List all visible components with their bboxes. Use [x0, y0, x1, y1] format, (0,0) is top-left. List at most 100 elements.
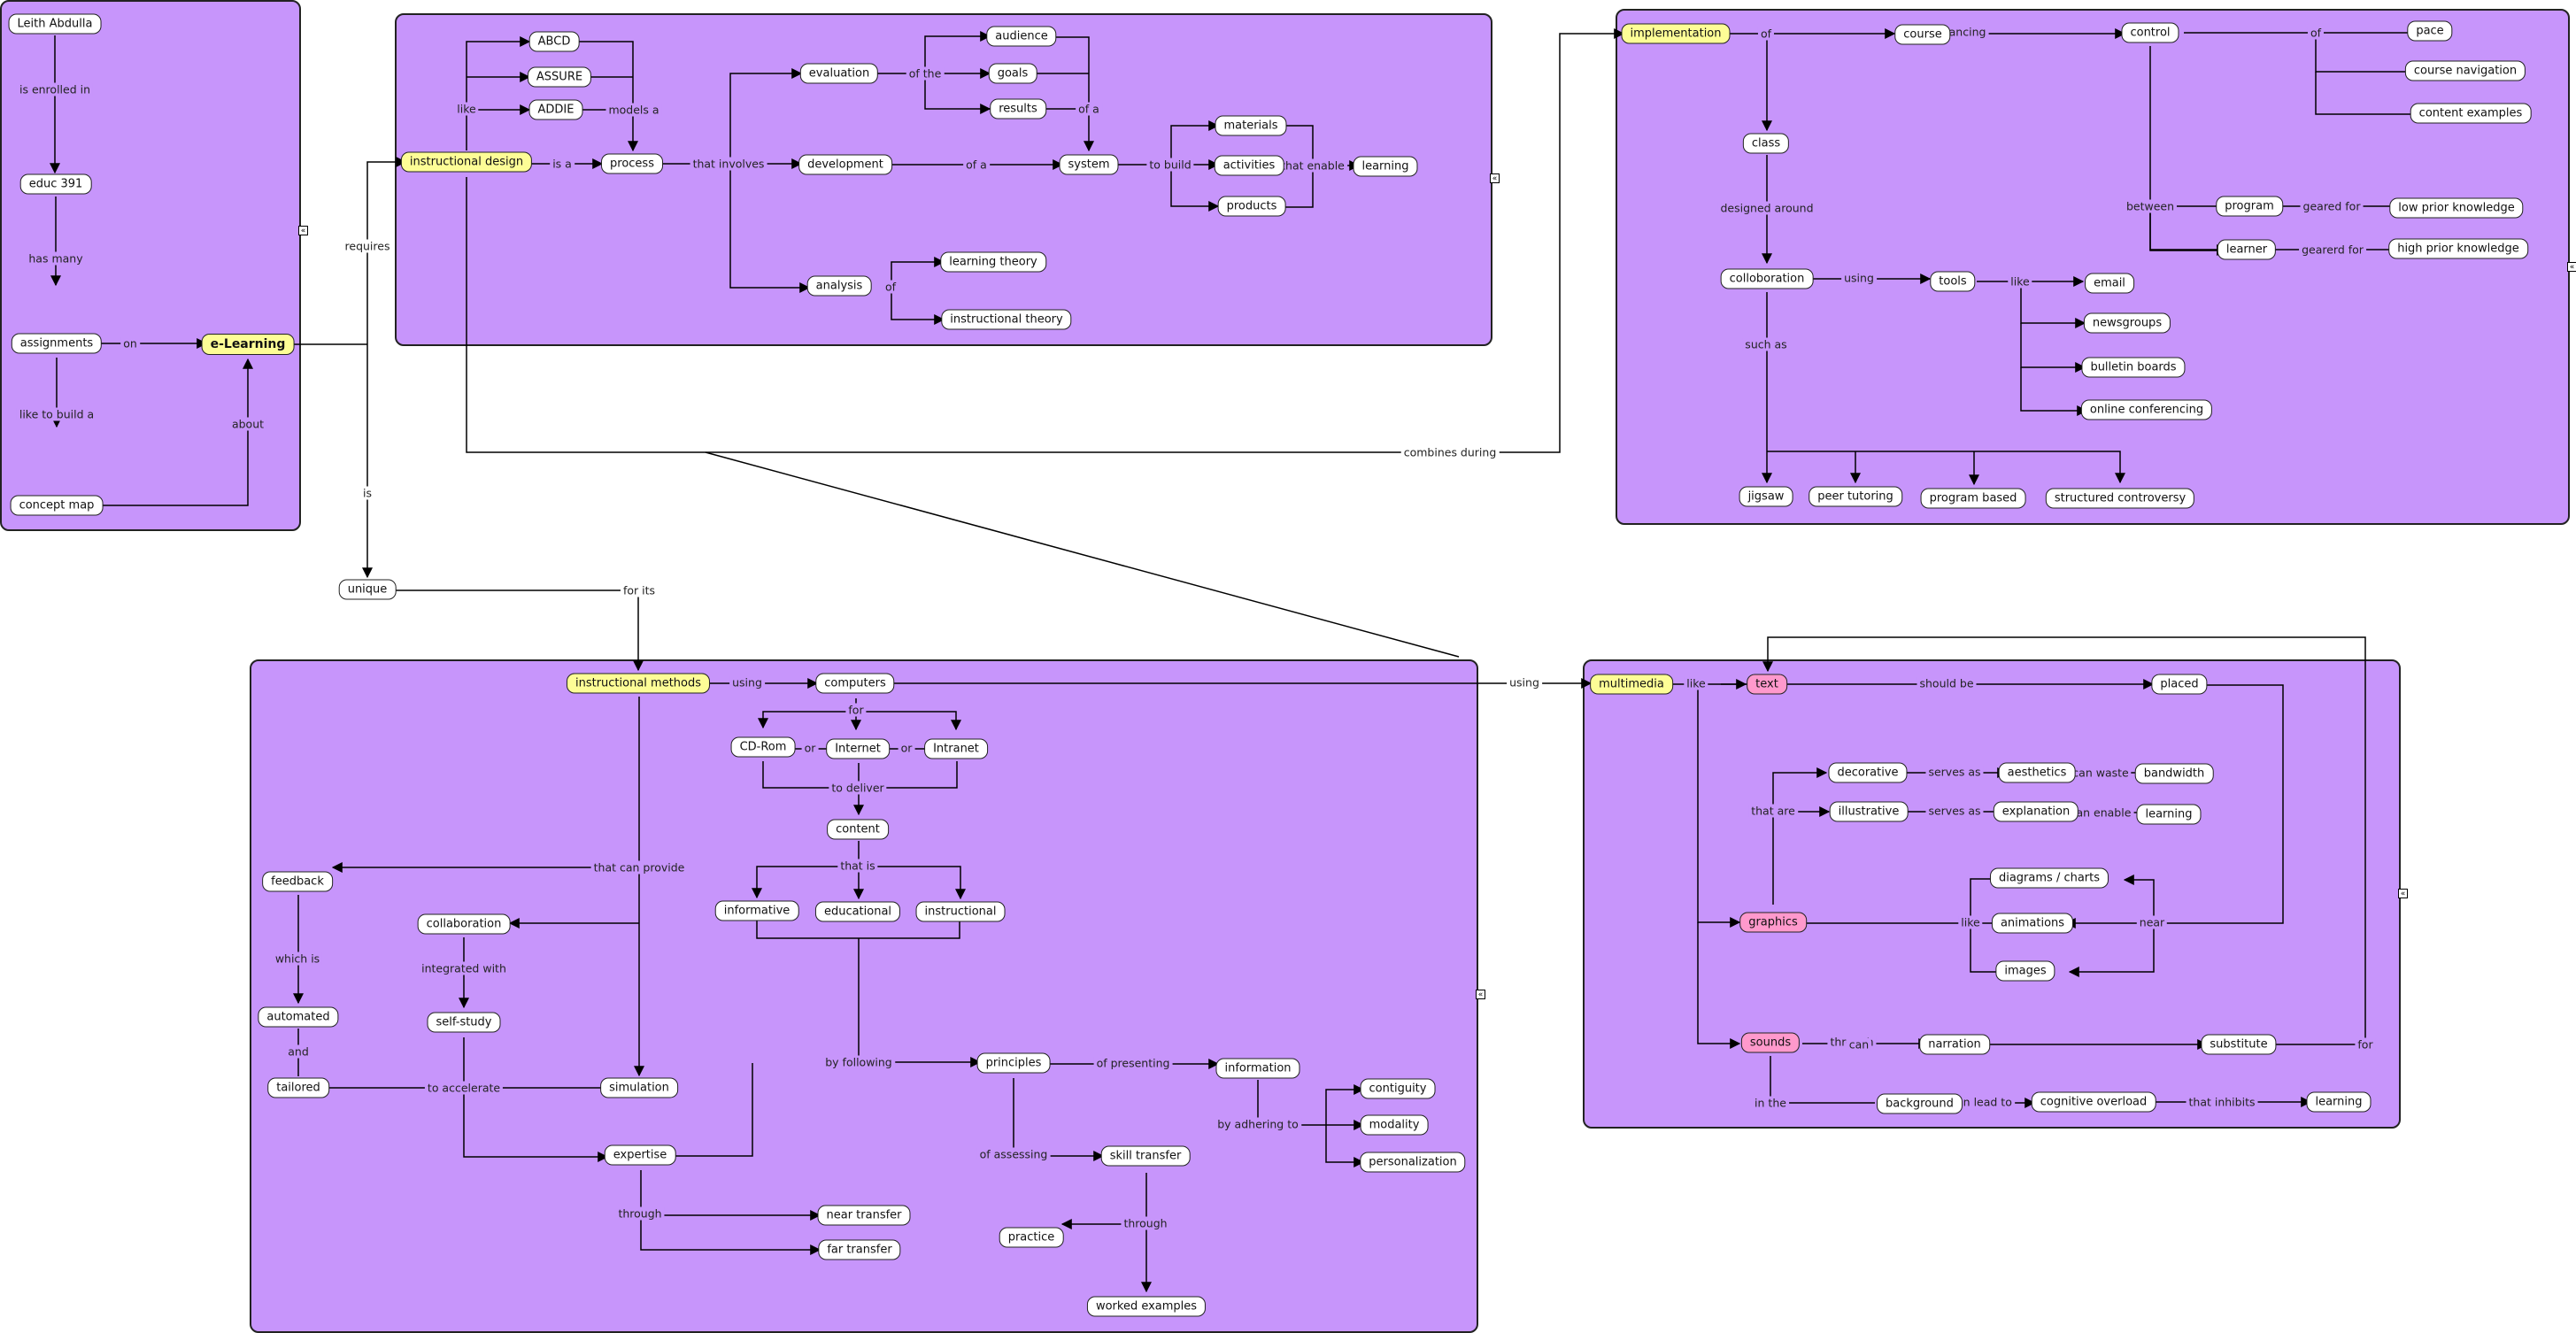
concept-diagrams-charts[interactable]: diagrams / charts — [1989, 867, 2109, 889]
concept-animations[interactable]: animations — [1991, 913, 2074, 934]
concept-course[interactable]: course — [1894, 24, 1951, 45]
concept-principles[interactable]: principles — [976, 1052, 1051, 1074]
concept-intranet[interactable]: Intranet — [924, 738, 988, 759]
concept-peer-tutoring[interactable]: peer tutoring — [1809, 486, 1902, 507]
link-line — [924, 73, 991, 114]
concept-expertise[interactable]: expertise — [604, 1144, 676, 1166]
collapse-icon[interactable]: « — [2567, 262, 2576, 272]
concept-learning[interactable]: learning — [2306, 1091, 2372, 1113]
concept-assure[interactable]: ASSURE — [527, 66, 592, 88]
concept-information[interactable]: information — [1215, 1058, 1300, 1079]
link-label: has many — [26, 251, 86, 266]
concept-automated[interactable]: automated — [258, 1006, 339, 1028]
concept-aesthetics[interactable]: aesthetics — [1998, 762, 2076, 783]
concept-skill-transfer[interactable]: skill transfer — [1100, 1145, 1191, 1167]
concept-newsgroups[interactable]: newsgroups — [2083, 312, 2171, 334]
collapse-icon[interactable]: « — [1476, 990, 1485, 999]
concept-program[interactable]: program — [2216, 196, 2283, 217]
concept-class[interactable]: class — [1742, 133, 1790, 154]
concept-far-transfer[interactable]: far transfer — [818, 1239, 901, 1260]
concept-activities[interactable]: activities — [1214, 155, 1284, 176]
concept-personalization[interactable]: personalization — [1360, 1152, 1466, 1173]
concept-structured-controversy[interactable]: structured controversy — [2045, 488, 2195, 509]
concept-assignments[interactable]: assignments — [11, 333, 103, 354]
concept-tools[interactable]: tools — [1930, 271, 1976, 292]
concept-course-navigation[interactable]: course navigation — [2404, 60, 2526, 81]
concept-content[interactable]: content — [827, 819, 889, 840]
concept-pace[interactable]: pace — [2407, 20, 2453, 42]
concept-learning[interactable]: learning — [2136, 804, 2202, 825]
concept-images[interactable]: images — [1995, 960, 2055, 982]
concept-computers[interactable]: computers — [815, 673, 895, 694]
concept-sounds[interactable]: sounds — [1740, 1032, 1801, 1053]
collapse-icon[interactable]: « — [1490, 173, 1500, 183]
concept-illustrative[interactable]: illustrative — [1829, 801, 1909, 822]
concept-substitute[interactable]: substitute — [2201, 1034, 2277, 1055]
collapse-icon[interactable]: « — [298, 226, 308, 235]
concept-content-examples[interactable]: content examples — [2410, 103, 2532, 124]
concept-instructional-theory[interactable]: instructional theory — [941, 309, 1072, 330]
concept-graphics[interactable]: graphics — [1739, 912, 1807, 933]
concept-multimedia[interactable]: multimedia — [1590, 674, 1673, 695]
concept-addie[interactable]: ADDIE — [528, 99, 583, 120]
collapse-icon[interactable]: « — [2398, 889, 2408, 898]
concept-products[interactable]: products — [1217, 196, 1286, 217]
concept-leith-abdulla[interactable]: Leith Abdulla — [8, 13, 102, 35]
concept-colloboration[interactable]: colloboration — [1720, 268, 1814, 289]
concept-low-prior-knowledge[interactable]: low prior knowledge — [2389, 197, 2524, 219]
link-line — [705, 451, 1460, 658]
concept-cd-rom[interactable]: CD-Rom — [730, 736, 796, 758]
concept-practice[interactable]: practice — [999, 1227, 1064, 1248]
concept-program-based[interactable]: program based — [1920, 488, 2026, 509]
concept-simulation[interactable]: simulation — [600, 1077, 678, 1098]
concept-self-study[interactable]: self-study — [427, 1012, 501, 1033]
concept-near-transfer[interactable]: near transfer — [817, 1205, 911, 1226]
concept-abcd[interactable]: ABCD — [528, 31, 580, 52]
concept-informative[interactable]: informative — [714, 900, 799, 921]
concept-text[interactable]: text — [1747, 674, 1787, 695]
concept-high-prior-knowledge[interactable]: high prior knowledge — [2388, 238, 2528, 259]
concept-learner[interactable]: learner — [2217, 239, 2277, 260]
concept-process[interactable]: process — [601, 153, 663, 174]
concept-explanation[interactable]: explanation — [1993, 801, 2079, 822]
concept-internet[interactable]: Internet — [826, 738, 890, 759]
concept-instructional[interactable]: instructional — [915, 901, 1006, 922]
concept-placed[interactable]: placed — [2151, 674, 2208, 695]
concept-learning-theory[interactable]: learning theory — [940, 251, 1046, 273]
concept-contiguity[interactable]: contiguity — [1360, 1078, 1436, 1099]
concept-system[interactable]: system — [1059, 154, 1119, 175]
concept-jigsaw[interactable]: jigsaw — [1739, 486, 1793, 507]
concept-feedback[interactable]: feedback — [262, 871, 333, 892]
concept-collaboration[interactable]: collaboration — [417, 913, 511, 935]
concept-instructional-methods[interactable]: instructional methods — [566, 673, 711, 694]
concept-learning[interactable]: learning — [1353, 156, 1418, 177]
link-label: that is — [837, 859, 878, 873]
concept-analysis[interactable]: analysis — [806, 275, 872, 297]
concept-decorative[interactable]: decorative — [1828, 762, 1908, 783]
concept-implementation[interactable]: implementation — [1621, 23, 1731, 44]
concept-materials[interactable]: materials — [1215, 115, 1287, 136]
concept-concept-map[interactable]: concept map — [10, 495, 104, 516]
concept-bandwidth[interactable]: bandwidth — [2134, 763, 2214, 784]
concept-development[interactable]: development — [798, 154, 892, 175]
concept-narration[interactable]: narration — [1919, 1034, 1990, 1055]
concept-results[interactable]: results — [990, 98, 1046, 119]
concept-modality[interactable]: modality — [1360, 1114, 1429, 1136]
concept-bulletin-boards[interactable]: bulletin boards — [2081, 357, 2186, 378]
concept-online-conferencing[interactable]: online conferencing — [2080, 399, 2213, 420]
link-label: should be — [1917, 676, 1977, 690]
concept-evaluation[interactable]: evaluation — [799, 63, 879, 84]
concept-educ-391[interactable]: educ 391 — [19, 173, 92, 195]
concept-goals[interactable]: goals — [988, 63, 1037, 84]
concept-cognitive-overload[interactable]: cognitive overload — [2031, 1091, 2156, 1113]
concept-tailored[interactable]: tailored — [267, 1077, 329, 1098]
concept-background[interactable]: background — [1877, 1093, 1963, 1114]
concept-worked-examples[interactable]: worked examples — [1086, 1296, 1207, 1317]
concept-unique[interactable]: unique — [338, 579, 397, 600]
concept-instructional-design[interactable]: instructional design — [400, 151, 533, 173]
concept-e-learning[interactable]: e-Learning — [201, 334, 295, 355]
concept-audience[interactable]: audience — [986, 26, 1057, 47]
concept-email[interactable]: email — [2085, 273, 2134, 294]
concept-educational[interactable]: educational — [814, 901, 901, 922]
concept-control[interactable]: control — [2121, 22, 2179, 43]
